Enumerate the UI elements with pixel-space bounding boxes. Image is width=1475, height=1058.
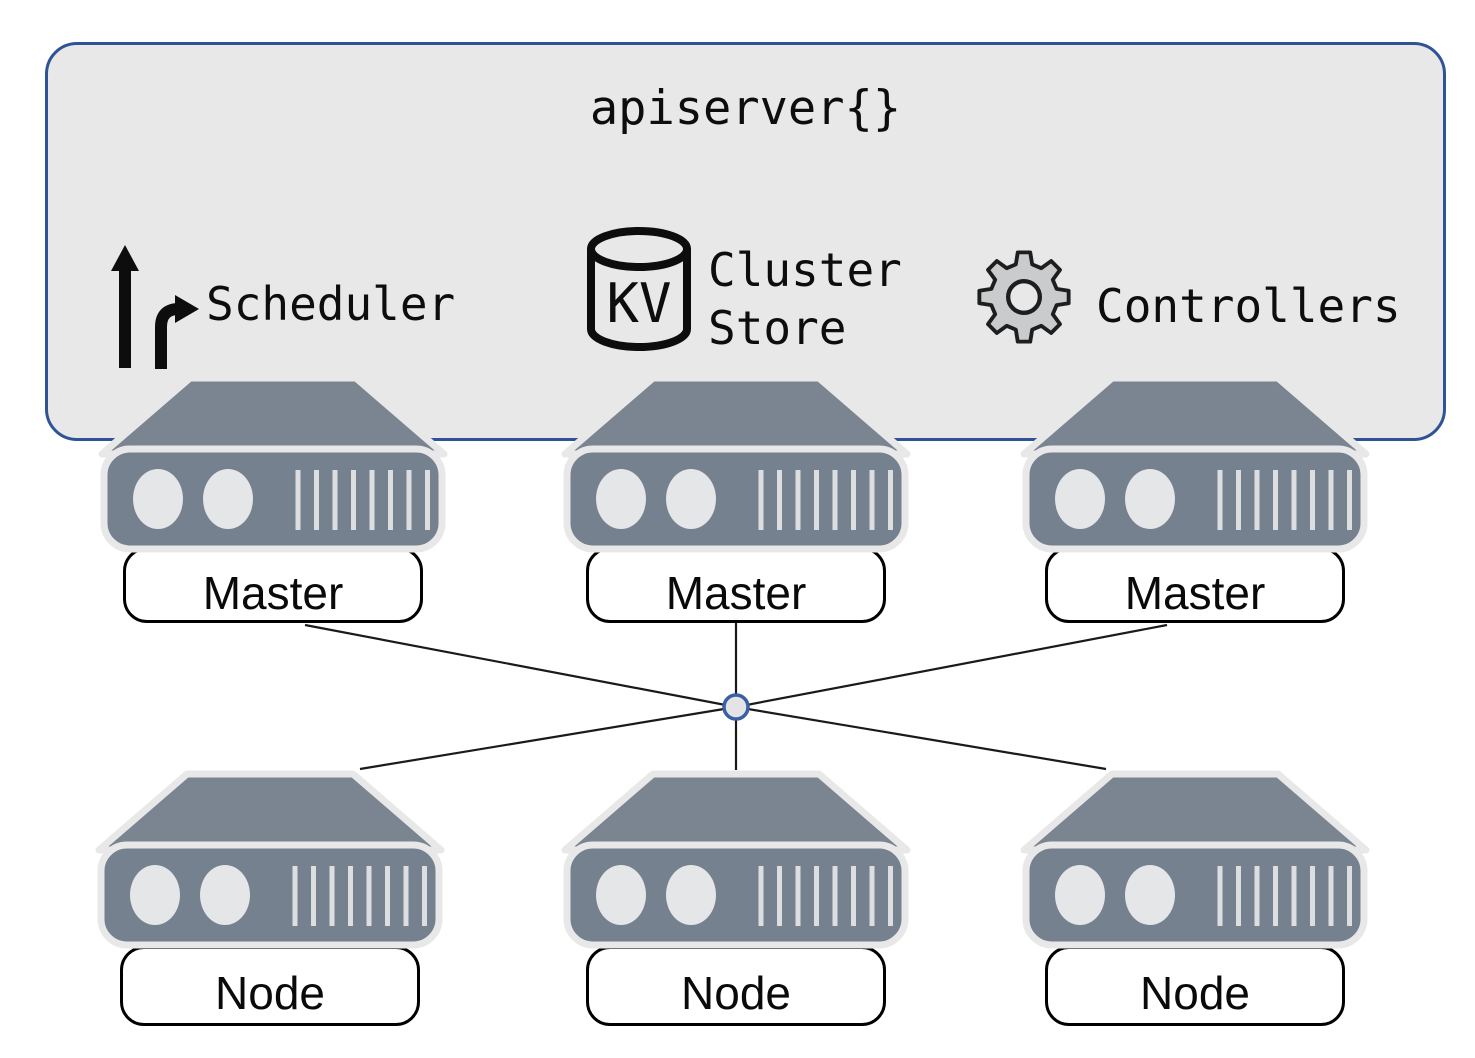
controllers-label: Controllers	[1096, 279, 1401, 333]
kv-icon-label: KV	[606, 272, 671, 335]
fork-arrow-icon	[111, 245, 199, 369]
cluster-store-label-line2: Store	[708, 301, 847, 355]
node-server-icon-2	[561, 766, 911, 952]
node-server-icon-1	[95, 766, 445, 952]
master-label-3: Master	[1045, 547, 1345, 623]
link-master3-hub	[735, 623, 1168, 709]
master-server-icon-2	[561, 370, 911, 556]
link-hub-node1	[359, 705, 737, 771]
node-label-3: Node	[1045, 946, 1345, 1026]
apiserver-title: apiserver{}	[589, 81, 902, 136]
cluster-store-label-line1: Cluster	[708, 243, 902, 297]
gear-icon	[977, 250, 1071, 344]
network-hub-dot	[722, 693, 750, 721]
kv-database-icon: KV	[587, 227, 691, 351]
link-hub-node3	[735, 705, 1107, 771]
node-label-1: Node	[120, 946, 420, 1026]
master-label-1: Master	[123, 547, 423, 623]
node-server-icon-3	[1020, 766, 1370, 952]
scheduler-label: Scheduler	[206, 277, 456, 331]
master-server-icon-3	[1020, 370, 1370, 556]
cluster-store-label: Cluster Store	[708, 241, 902, 357]
link-master1-hub	[304, 623, 737, 709]
master-server-icon-1	[98, 370, 448, 556]
master-label-2: Master	[586, 547, 886, 623]
node-label-2: Node	[586, 946, 886, 1026]
